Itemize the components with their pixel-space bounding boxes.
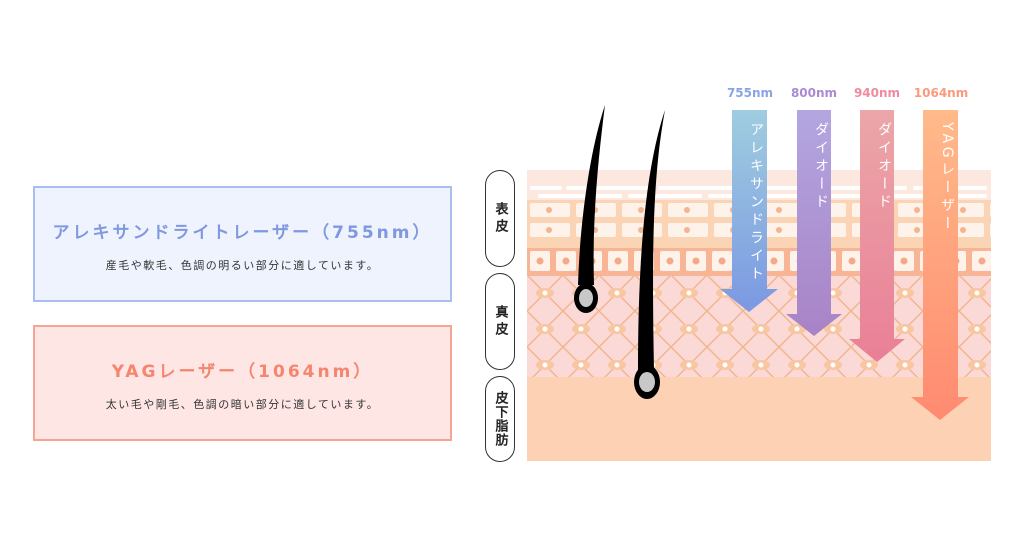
wavelength-800: 800nm (790, 86, 838, 100)
card-description: 太い毛や剛毛、色調の暗い部分に適しています。 (105, 398, 380, 411)
arrow-label-yag: YAGレーザー (939, 122, 955, 234)
wavelength-755: 755nm (726, 86, 774, 100)
arrow-755nm (720, 110, 778, 312)
layer-label-subcutaneous-fat: 皮下脂肪 (485, 376, 515, 462)
hair-follicles (574, 105, 665, 399)
card-title: YAGレーザー（1064nm） (111, 362, 374, 382)
layer-label-dermis: 真皮 (485, 273, 515, 370)
arrow-label-diode-940: ダイオード (876, 122, 892, 212)
card-title: アレキサンドライトレーザー（755nm） (52, 223, 433, 243)
laser-arrows (720, 110, 969, 420)
card-description: 産毛や軟毛、色調の明るい部分に適しています。 (105, 259, 380, 272)
arrow-800nm (786, 110, 842, 336)
wavelength-940: 940nm (853, 86, 901, 100)
wavelength-1064: 1064nm (913, 86, 969, 100)
arrow-label-diode-800: ダイオード (813, 122, 829, 212)
yag-laser-card: YAGレーザー（1064nm） 太い毛や剛毛、色調の暗い部分に適しています。 (33, 325, 452, 441)
arrow-1064nm (911, 110, 969, 420)
layer-label-epidermis: 表皮 (485, 170, 515, 267)
arrow-label-alexandrite: アレキサンドライト (748, 122, 764, 284)
alexandrite-laser-card: アレキサンドライトレーザー（755nm） 産毛や軟毛、色調の明るい部分に適してい… (33, 186, 452, 302)
arrow-940nm (849, 110, 905, 362)
